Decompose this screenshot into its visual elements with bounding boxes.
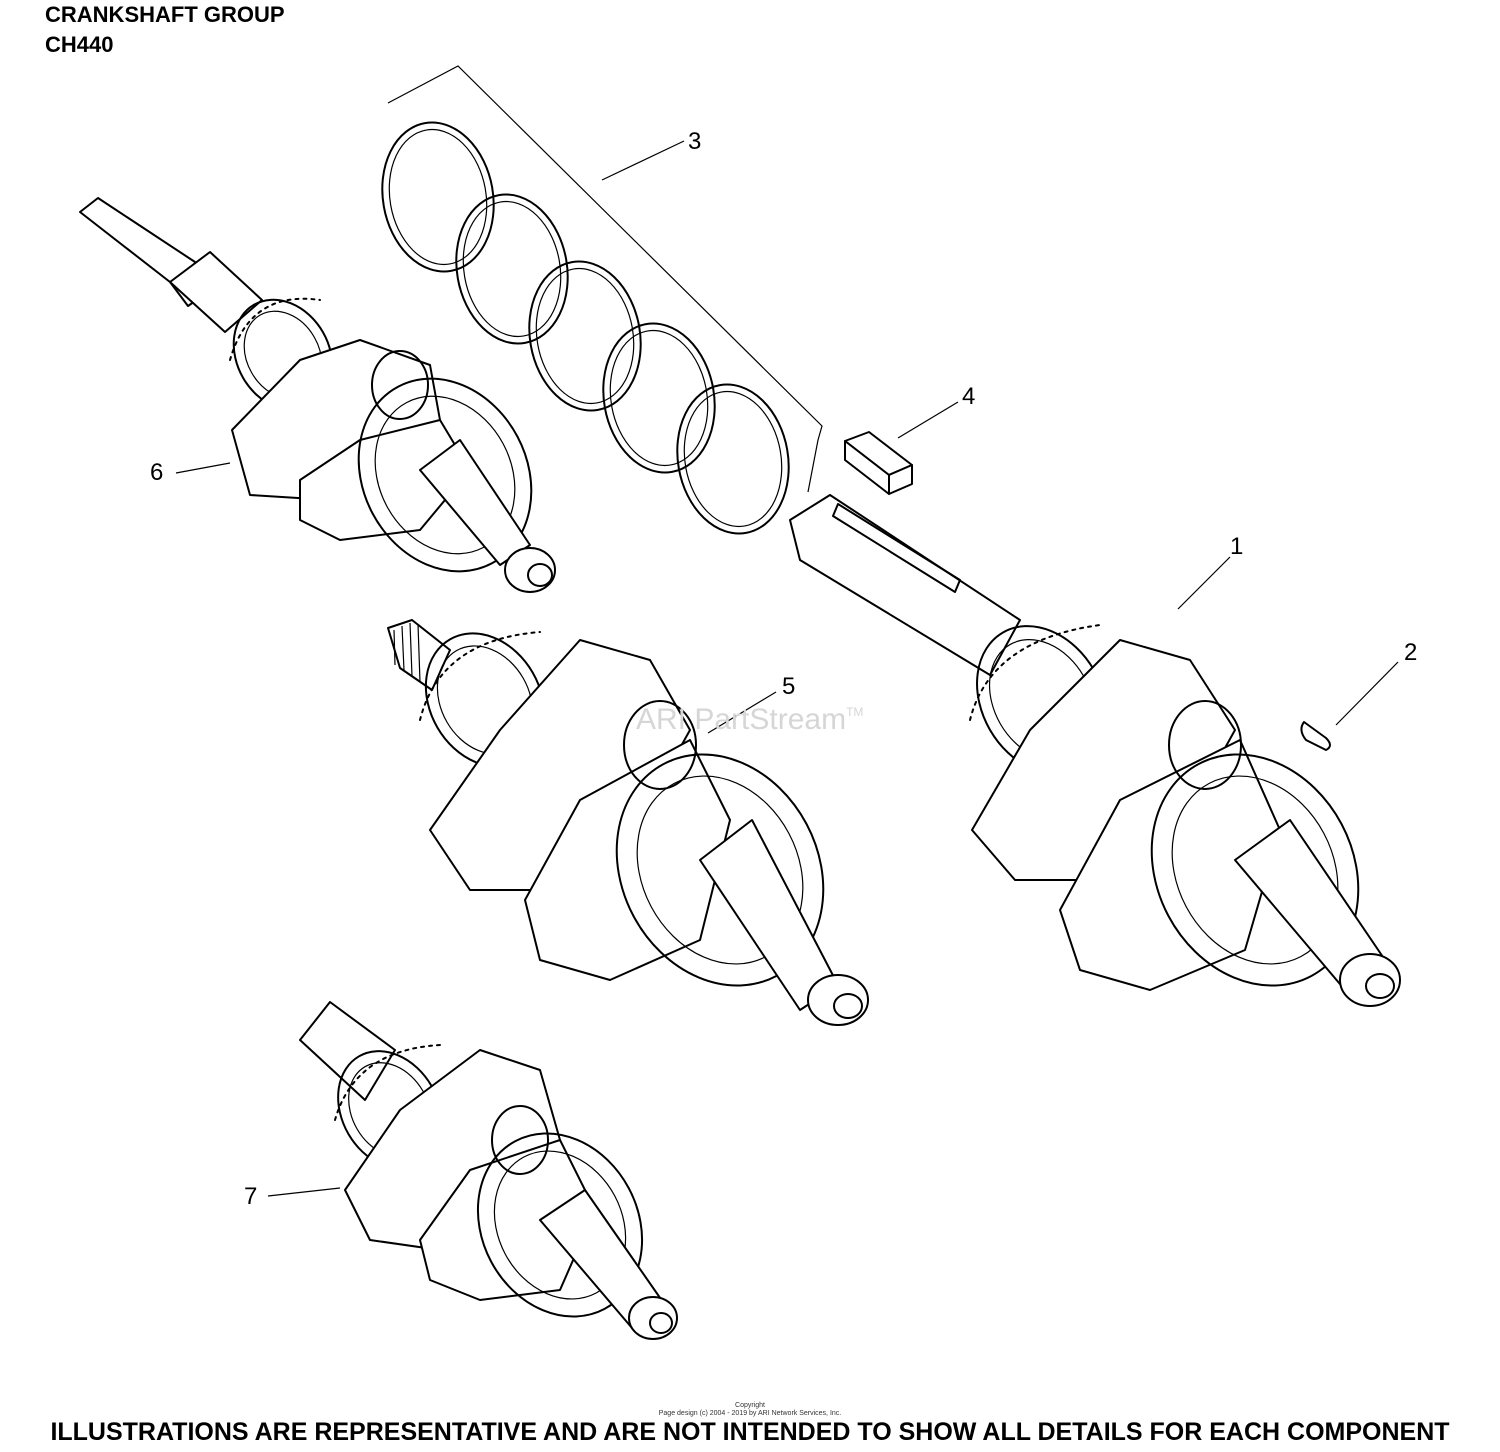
copyright-notice: Copyright Page design (c) 2004 - 2019 by… bbox=[600, 1402, 900, 1418]
page-title: CRANKSHAFT GROUP bbox=[45, 2, 285, 27]
watermark-text: ARI PartStream bbox=[636, 703, 847, 736]
copyright-line-1: Copyright bbox=[735, 1402, 765, 1409]
square-key[interactable] bbox=[844, 431, 913, 495]
footer-disclaimer: ILLUSTRATIONS ARE REPRESENTATIVE AND ARE… bbox=[50, 1418, 1450, 1446]
callout-1[interactable]: 1 bbox=[1230, 533, 1243, 560]
crankshaft-1[interactable] bbox=[789, 494, 1401, 1022]
callout-7[interactable]: 7 bbox=[244, 1183, 257, 1210]
model-number: CH440 bbox=[45, 32, 114, 57]
watermark: ARI PartStreamTM bbox=[636, 703, 863, 737]
crankshaft-7[interactable] bbox=[299, 1001, 678, 1345]
crankshaft-5[interactable] bbox=[387, 612, 869, 1026]
leader-lines bbox=[175, 140, 1399, 1197]
crankshaft-6[interactable] bbox=[79, 197, 564, 602]
callout-6[interactable]: 6 bbox=[150, 459, 163, 486]
callout-3[interactable]: 3 bbox=[688, 128, 701, 155]
copyright-line-2: Page design (c) 2004 - 2019 by ARI Netwo… bbox=[658, 1410, 842, 1417]
callout-5[interactable]: 5 bbox=[782, 673, 795, 700]
woodruff-key[interactable] bbox=[1300, 721, 1331, 751]
bearing-rings-group[interactable] bbox=[371, 65, 823, 542]
watermark-trademark: TM bbox=[846, 705, 864, 719]
callout-2[interactable]: 2 bbox=[1404, 639, 1417, 666]
callout-4[interactable]: 4 bbox=[962, 383, 975, 410]
